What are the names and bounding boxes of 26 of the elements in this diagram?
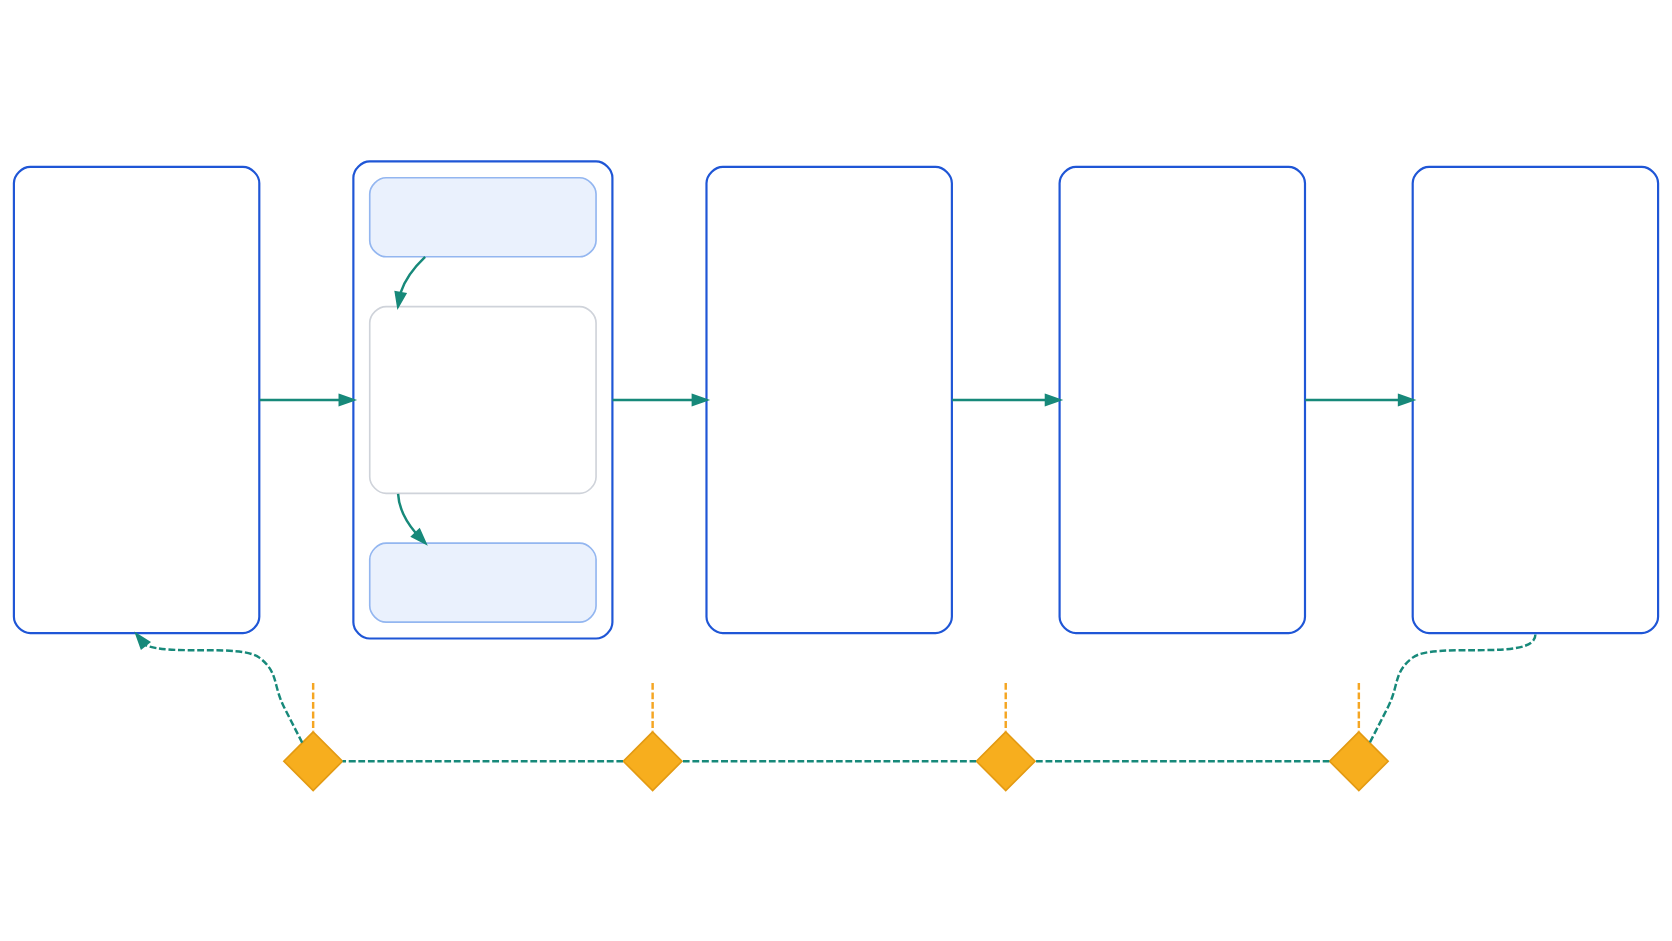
node-diamond: [282, 730, 344, 792]
node-box: [1058, 165, 1307, 635]
connector: [1035, 760, 1330, 763]
connector: [1004, 682, 1007, 732]
node-diamond: [1328, 730, 1390, 792]
node-box: [368, 176, 597, 258]
connector: [682, 760, 977, 763]
connector: [311, 682, 315, 732]
node-diamond: [975, 730, 1037, 792]
node-box: [368, 305, 597, 495]
node-box: [705, 165, 953, 635]
arrow: [394, 256, 426, 311]
arrow: [396, 493, 428, 546]
node-box: [1411, 165, 1660, 635]
node-box: [368, 542, 597, 623]
arrow: [612, 393, 711, 407]
arrow: [259, 393, 358, 407]
connector: [1368, 634, 1537, 744]
connector: [651, 682, 654, 732]
connector: [342, 760, 623, 763]
arrow: [1305, 393, 1417, 407]
arrow: [134, 631, 304, 744]
connector: [1357, 682, 1361, 732]
node-box: [12, 165, 261, 635]
node-diamond: [622, 730, 684, 792]
arrow: [952, 393, 1064, 407]
